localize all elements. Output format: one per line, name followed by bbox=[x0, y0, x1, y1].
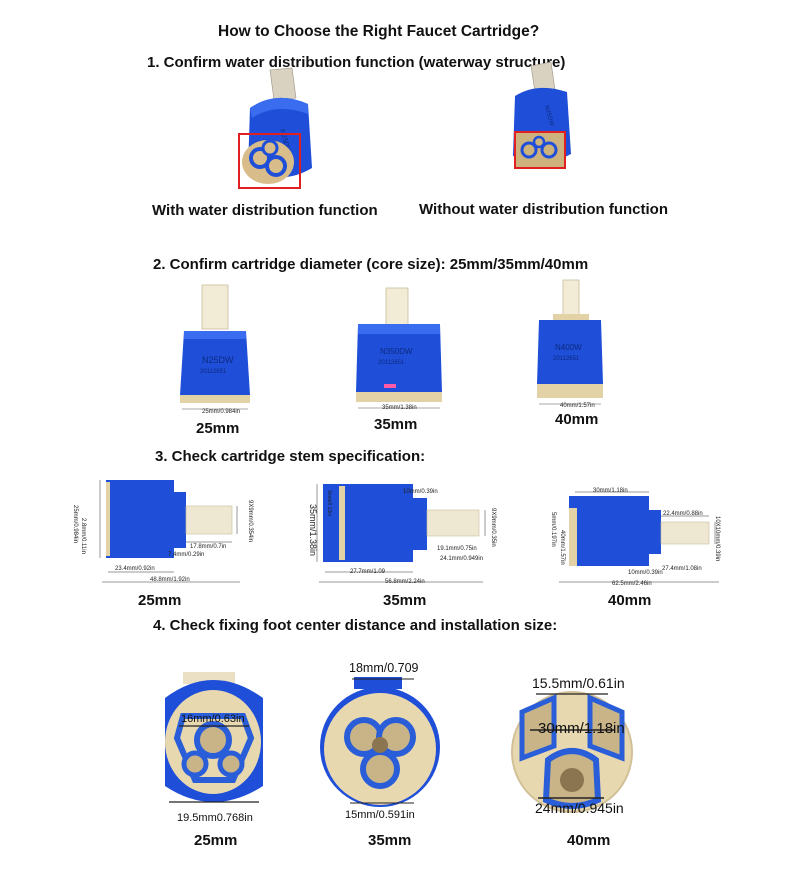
cartridge-35mm-stamp: N350DW bbox=[380, 347, 413, 356]
dim-40mm-diameter: 40mm/1.57in bbox=[560, 403, 595, 409]
dim-35mm-lower: 15mm/0.591in bbox=[345, 809, 415, 821]
dim-35mm-foot: 3mm/0.12in bbox=[326, 490, 332, 517]
dim-40mm-foot: 5mm/0.197in bbox=[550, 512, 556, 547]
dim-35mm-total: 56.8mm/2.24in bbox=[385, 579, 425, 585]
dim-35mm-body-len: 27.7mm/1.09 bbox=[350, 569, 386, 575]
cartridge-35mm-bottom-image bbox=[320, 677, 440, 807]
dim-40mm-step2: 10mm/0.39in bbox=[628, 570, 663, 576]
cartridge-35mm-front-image: N350DW 20112651 bbox=[356, 287, 442, 409]
cartridge-25mm-stamp: N25DW bbox=[202, 355, 234, 365]
size-label-40mm-s2: 40mm bbox=[555, 411, 599, 428]
size-label-35mm-s4: 35mm bbox=[368, 832, 412, 849]
page-title: How to Choose the Right Faucet Cartridge… bbox=[218, 23, 540, 40]
dim-40mm-lower: 24mm/0.945in bbox=[535, 800, 624, 816]
dim-25mm-total: 48.8mm/1.92in bbox=[150, 577, 190, 583]
dim-40mm-top: 30mm/1.18in bbox=[593, 488, 628, 494]
cartridge-40mm-side-image bbox=[559, 491, 719, 583]
section1-heading: 1. Confirm water distribution function (… bbox=[147, 54, 566, 71]
dim-40mm-mid: 30mm/1.18in bbox=[538, 720, 625, 737]
dim-35mm-upper: 18mm/0.709 bbox=[349, 661, 419, 675]
size-label-40mm-s3: 40mm bbox=[608, 592, 652, 609]
dim-25mm-stem-len: 17.8mm/0.7in bbox=[190, 544, 227, 550]
size-label-35mm-s3: 35mm bbox=[383, 592, 427, 609]
dim-25mm-diameter: 25mm/0.984in bbox=[202, 409, 241, 415]
dim-25mm-step: 7.4mm/0.29in bbox=[168, 552, 205, 558]
dim-40mm-total: 62.5mm/2.46in bbox=[612, 581, 652, 587]
section3-heading: 3. Check cartridge stem specification: bbox=[155, 448, 426, 465]
cartridge-40mm-stamp: N400W bbox=[555, 343, 582, 352]
dim-40mm-stem-len: 22.4mm/0.88in bbox=[663, 511, 703, 517]
dim-25mm-foot: 2.8mm/0.11in bbox=[80, 518, 86, 554]
dim-35mm-top: 10mm/0.39in bbox=[403, 489, 438, 495]
size-label-35mm-s2: 35mm bbox=[374, 416, 418, 433]
cartridge-35mm-side-image bbox=[316, 484, 486, 583]
dim-40mm-upper: 15.5mm/0.61in bbox=[532, 675, 625, 691]
section2-heading: 2. Confirm cartridge diameter (core size… bbox=[153, 256, 589, 273]
dim-25mm-stem-dia: 9X9mm/0.354in bbox=[247, 500, 253, 543]
cartridge-25mm-front-image: N25DW 20112651 bbox=[180, 284, 250, 410]
cartridge-with-distribution-image: N25DW bbox=[238, 67, 312, 189]
dim-25mm-lower: 19.5mm0.768in bbox=[177, 812, 253, 824]
size-label-25mm-s3: 25mm bbox=[138, 592, 182, 609]
section4-heading: 4. Check fixing foot center distance and… bbox=[153, 617, 558, 634]
dim-35mm-stem-dia: 9X9mm/0.35in bbox=[490, 508, 496, 547]
without-distribution-label: Without water distribution function bbox=[419, 201, 668, 218]
cartridge-40mm-bottom-image bbox=[511, 691, 633, 813]
cartridge-without-distribution-image: N25DW bbox=[513, 61, 571, 169]
dim-40mm-height: 40mm/1.57in bbox=[559, 530, 565, 565]
cartridge-25mm-bottom-image bbox=[165, 672, 263, 803]
size-label-25mm-s4: 25mm bbox=[194, 832, 238, 849]
dim-35mm-stem-len: 19.1mm/0.75in bbox=[437, 546, 477, 552]
dim-25mm-body-len: 23.4mm/0.92in bbox=[115, 566, 155, 572]
size-label-40mm-s4: 40mm bbox=[567, 832, 611, 849]
dim-25mm-height: 25mm/0.984in bbox=[72, 505, 78, 544]
dim-25mm-upper: 16mm/0.63in bbox=[181, 713, 245, 725]
cartridge-35mm-stamp2: 20112651 bbox=[378, 360, 405, 366]
svg-text:N25DW: N25DW bbox=[543, 105, 554, 127]
cartridge-25mm-side-image bbox=[99, 480, 240, 583]
dim-40mm-stem-dia: 10X10mm/0.39in bbox=[714, 516, 720, 562]
dim-35mm-height: 35mm/1.38in bbox=[308, 504, 318, 557]
cartridge-40mm-stamp2: 20112651 bbox=[553, 356, 580, 362]
dim-35mm-diameter: 35mm/1.38in bbox=[382, 405, 417, 411]
cartridge-40mm-front-image: N400W 20112651 bbox=[537, 279, 603, 405]
size-label-25mm-s2: 25mm bbox=[196, 420, 240, 437]
with-distribution-label: With water distribution function bbox=[152, 202, 378, 219]
dim-40mm-step: 27.4mm/1.08in bbox=[662, 566, 702, 572]
cartridge-25mm-stamp2: 20112651 bbox=[200, 369, 227, 375]
dim-35mm-step: 24.1mm/0.949in bbox=[440, 556, 484, 562]
